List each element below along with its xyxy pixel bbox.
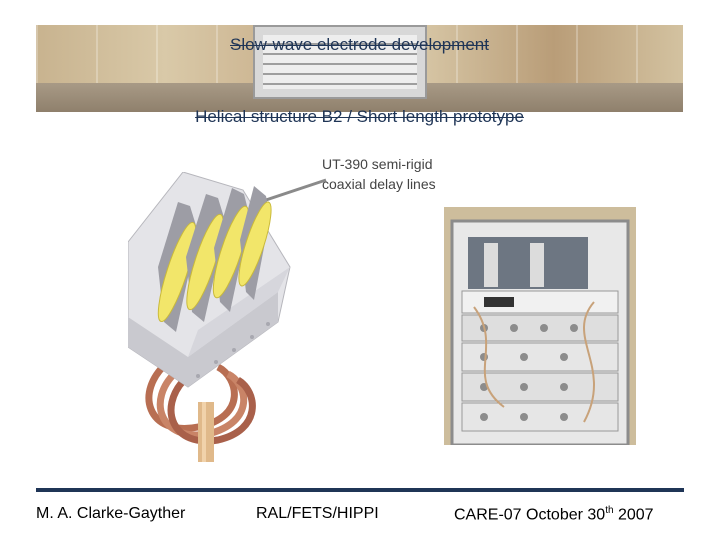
electrode-block-top-edge bbox=[188, 267, 290, 357]
banner-rack bbox=[253, 25, 427, 99]
electrode-illustration bbox=[128, 172, 291, 462]
banner-rack-shelves bbox=[263, 35, 417, 89]
footer-conference-prefix: CARE-07 October 30 bbox=[454, 506, 606, 524]
footer-conference-suffix: 2007 bbox=[613, 506, 654, 524]
mounting-holes bbox=[196, 322, 270, 378]
slide-subtitle: Helical structure B2 / Short length prot… bbox=[195, 107, 524, 126]
footer-author: M. A. Clarke-Gayther bbox=[36, 505, 186, 522]
footer-conference: CARE-07 October 30th 2007 bbox=[454, 505, 654, 524]
rack-cable-1 bbox=[473, 306, 505, 408]
banner-photo bbox=[36, 25, 683, 112]
callout-line-1: UT-390 semi-rigid bbox=[322, 156, 433, 172]
rack-cable-2 bbox=[583, 301, 595, 423]
callout-label: UT-390 semi-rigid coaxial delay lines bbox=[322, 154, 436, 194]
rack-photo-drawing bbox=[444, 207, 636, 445]
coax-cable-highlight bbox=[202, 402, 206, 462]
electrode-fingers bbox=[157, 186, 272, 332]
prototype-rack-photo bbox=[444, 207, 636, 445]
footer-conference-sup: th bbox=[605, 505, 614, 516]
footer-organization: RAL/FETS/HIPPI bbox=[256, 505, 379, 522]
electrode-block-front bbox=[128, 292, 278, 387]
footer-rule bbox=[36, 488, 684, 492]
callout-line-2: coaxial delay lines bbox=[322, 176, 436, 192]
slide-title: Slow-wave electrode development bbox=[230, 35, 489, 54]
